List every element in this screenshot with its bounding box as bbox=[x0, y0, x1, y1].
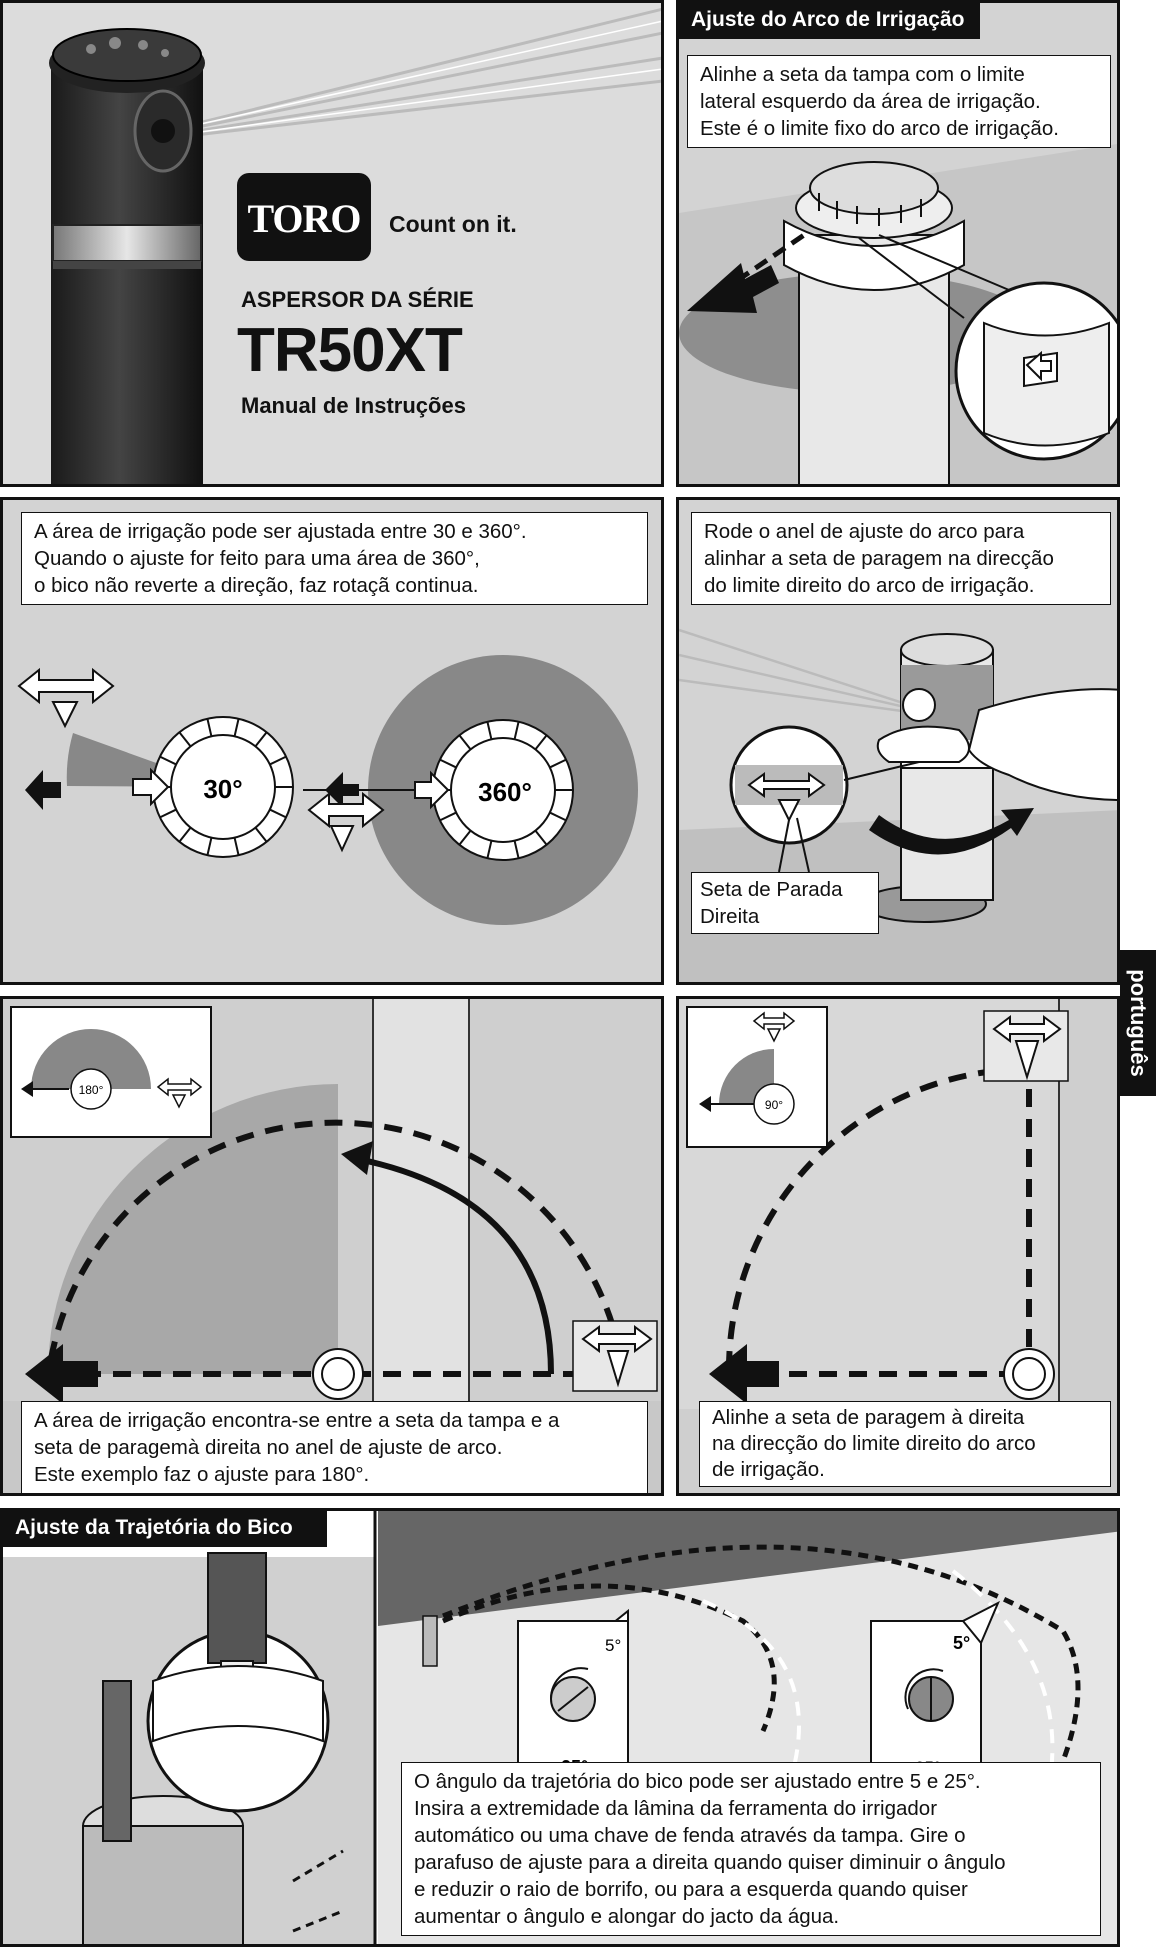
trajectory-panel: Ajuste da Trajetória do Bico 5° 25° bbox=[0, 1508, 1120, 1947]
dial-tick bbox=[159, 755, 177, 766]
dial-tick bbox=[178, 731, 192, 747]
language-tab: português bbox=[1120, 950, 1156, 1096]
stop-arrow-icon bbox=[307, 791, 385, 853]
inset-b-top-label: 5° bbox=[953, 1633, 970, 1653]
sprinkler-head-illustration bbox=[3, 3, 661, 484]
dial-tick bbox=[233, 718, 240, 737]
dial-30-icon: 30° bbox=[132, 716, 294, 858]
example-90-panel: 90° Alinhe a seta de paragem à direita n… bbox=[676, 996, 1120, 1496]
cap-alignment-illustration bbox=[679, 143, 1117, 484]
model-title: TR50XT bbox=[237, 316, 463, 385]
dial-30-label: 30° bbox=[203, 774, 242, 804]
trajectory-header: Ajuste da Trajetória do Bico bbox=[3, 1511, 327, 1547]
cover-panel: TORO Count on it. ASPERSOR DA SÉRIE TR50… bbox=[0, 0, 664, 487]
left-arrow-icon bbox=[325, 772, 359, 808]
dial-tick bbox=[206, 837, 213, 856]
dial-tick bbox=[549, 758, 567, 769]
arc-adjust-header: Ajuste do Arco de Irrigação bbox=[679, 3, 981, 39]
arc-adjust-text: Alinhe a seta da tampa com o limite late… bbox=[687, 55, 1111, 148]
trajectory-text: O ângulo da trajetória do bico pode ser … bbox=[401, 1762, 1101, 1936]
inset-a-top-label: 5° bbox=[605, 1636, 621, 1655]
dial-tick bbox=[159, 808, 177, 819]
dial-tick bbox=[534, 734, 548, 750]
dial-tick bbox=[439, 758, 457, 769]
example-180-panel: 180° A área de irrigação encontra-se ent… bbox=[0, 996, 664, 1496]
dial-tick bbox=[549, 811, 567, 822]
arc-adjust-panel: Ajuste do Arco de Irrigação Alinhe a set… bbox=[676, 0, 1120, 487]
dial-tick bbox=[439, 811, 457, 822]
right-stop-callout: Seta de Parada Direita bbox=[691, 872, 879, 934]
arc-range-panel: A área de irrigação pode ser ajustada en… bbox=[0, 497, 664, 985]
dial-tick bbox=[486, 721, 493, 740]
left-arrow-icon bbox=[25, 770, 61, 810]
arc-range-diagram: 30° 360° bbox=[17, 655, 638, 925]
dial-tick bbox=[269, 808, 287, 819]
tagline: Count on it. bbox=[389, 211, 517, 237]
rotate-ring-panel: Rode o anel de ajuste do arco para alinh… bbox=[676, 497, 1120, 985]
dial-tick bbox=[513, 840, 520, 859]
dial-tick bbox=[534, 830, 548, 846]
dial-tick bbox=[513, 721, 520, 740]
example-180-text: A área de irrigação encontra-se entre a … bbox=[21, 1401, 648, 1493]
series-label: ASPERSOR DA SÉRIE bbox=[241, 287, 474, 312]
dial-360-icon: 360° bbox=[414, 719, 574, 861]
logo-text: TORO bbox=[247, 196, 361, 241]
dial-tick bbox=[178, 827, 192, 843]
toro-logo: TORO bbox=[237, 173, 371, 261]
dial-360-label: 360° bbox=[478, 777, 532, 807]
dial-tick bbox=[254, 731, 268, 747]
dial-tick bbox=[458, 734, 472, 750]
rotate-ring-text: Rode o anel de ajuste do arco para alinh… bbox=[691, 512, 1111, 605]
dial-tick bbox=[254, 827, 268, 843]
dial-90-label: 90° bbox=[765, 1098, 783, 1112]
rotate-ring-illustration bbox=[679, 628, 1117, 982]
trajectory-illustration: 5° 25° 5° 25° bbox=[3, 1511, 1117, 1944]
example-90-text: Alinhe a seta de paragem à direita na di… bbox=[699, 1401, 1111, 1487]
dial-tick bbox=[458, 830, 472, 846]
dial-tick bbox=[486, 840, 493, 859]
dial-180-label: 180° bbox=[79, 1083, 104, 1097]
dial-tick bbox=[206, 718, 213, 737]
dial-tick bbox=[233, 837, 240, 856]
manual-subtitle: Manual de Instruções bbox=[241, 393, 466, 418]
dial-tick bbox=[269, 755, 287, 766]
arc-range-text: A área de irrigação pode ser ajustada en… bbox=[21, 512, 648, 605]
stop-arrow-icon bbox=[17, 667, 115, 729]
